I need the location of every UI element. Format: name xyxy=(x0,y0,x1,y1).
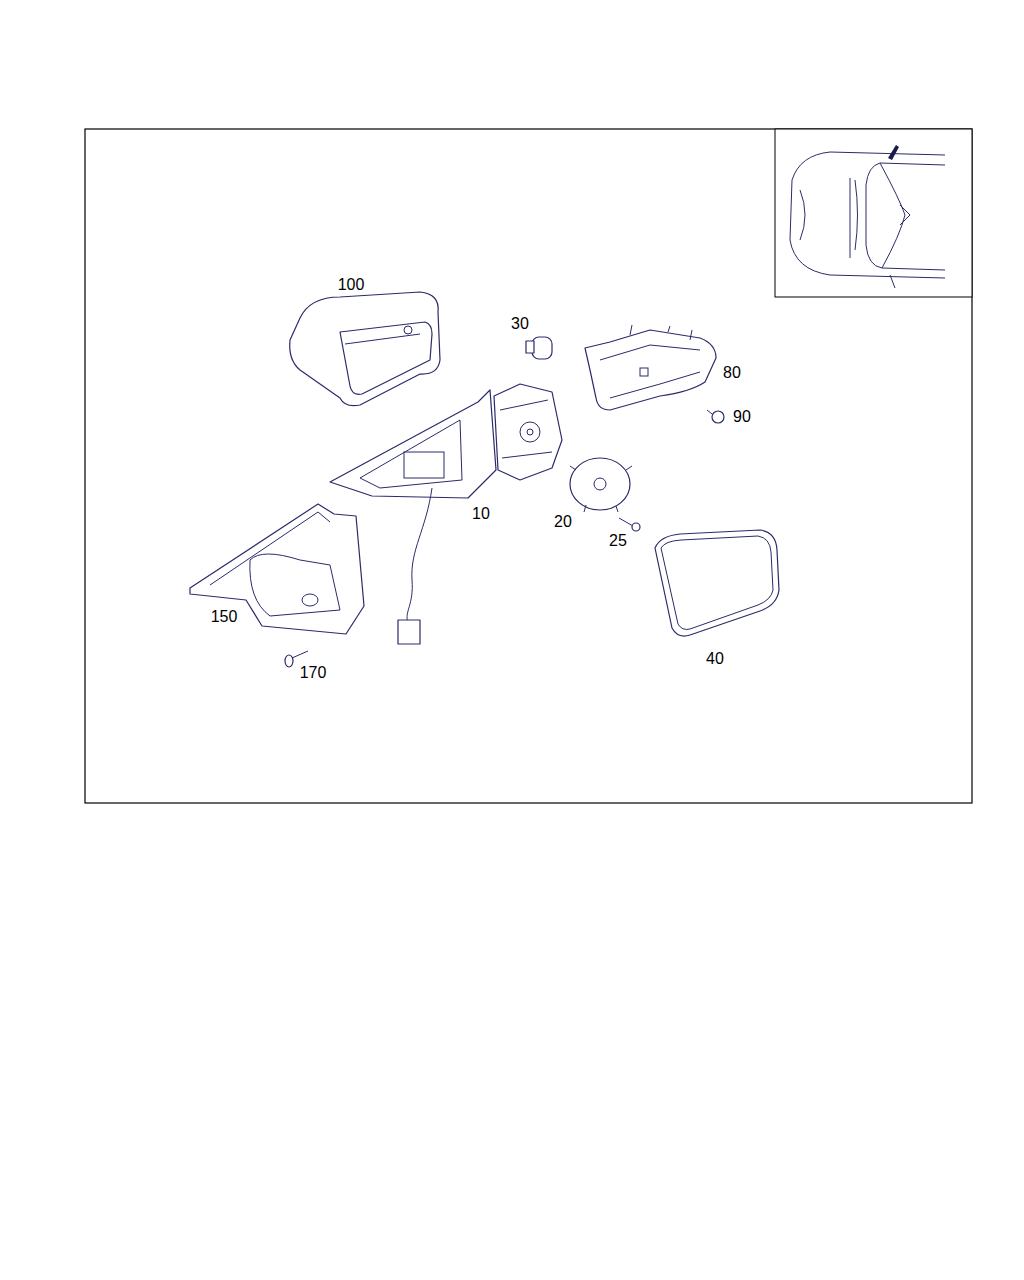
locator-frame xyxy=(775,129,972,297)
callout-number: 80 xyxy=(723,365,741,381)
callout-number: 90 xyxy=(733,409,751,425)
mirror-glass xyxy=(655,530,779,636)
callout-number: 100 xyxy=(338,277,365,293)
mirror-base-trim xyxy=(190,504,364,634)
adjuster-plate xyxy=(570,458,632,512)
callout-number: 25 xyxy=(609,533,627,549)
screw xyxy=(707,410,724,423)
callout-number: 150 xyxy=(211,609,238,625)
mirror-cap xyxy=(290,292,440,406)
callout-number: 40 xyxy=(706,651,724,667)
callout-number: 20 xyxy=(554,514,572,530)
mirror-base-body xyxy=(330,384,562,644)
callout-number: 10 xyxy=(472,506,490,522)
bulb xyxy=(526,337,552,359)
callout-number: 170 xyxy=(300,665,327,681)
frame xyxy=(85,129,972,803)
screw xyxy=(619,518,640,531)
lower-cover xyxy=(585,325,716,410)
callout-number: 30 xyxy=(511,316,529,332)
car-locator xyxy=(790,145,945,288)
